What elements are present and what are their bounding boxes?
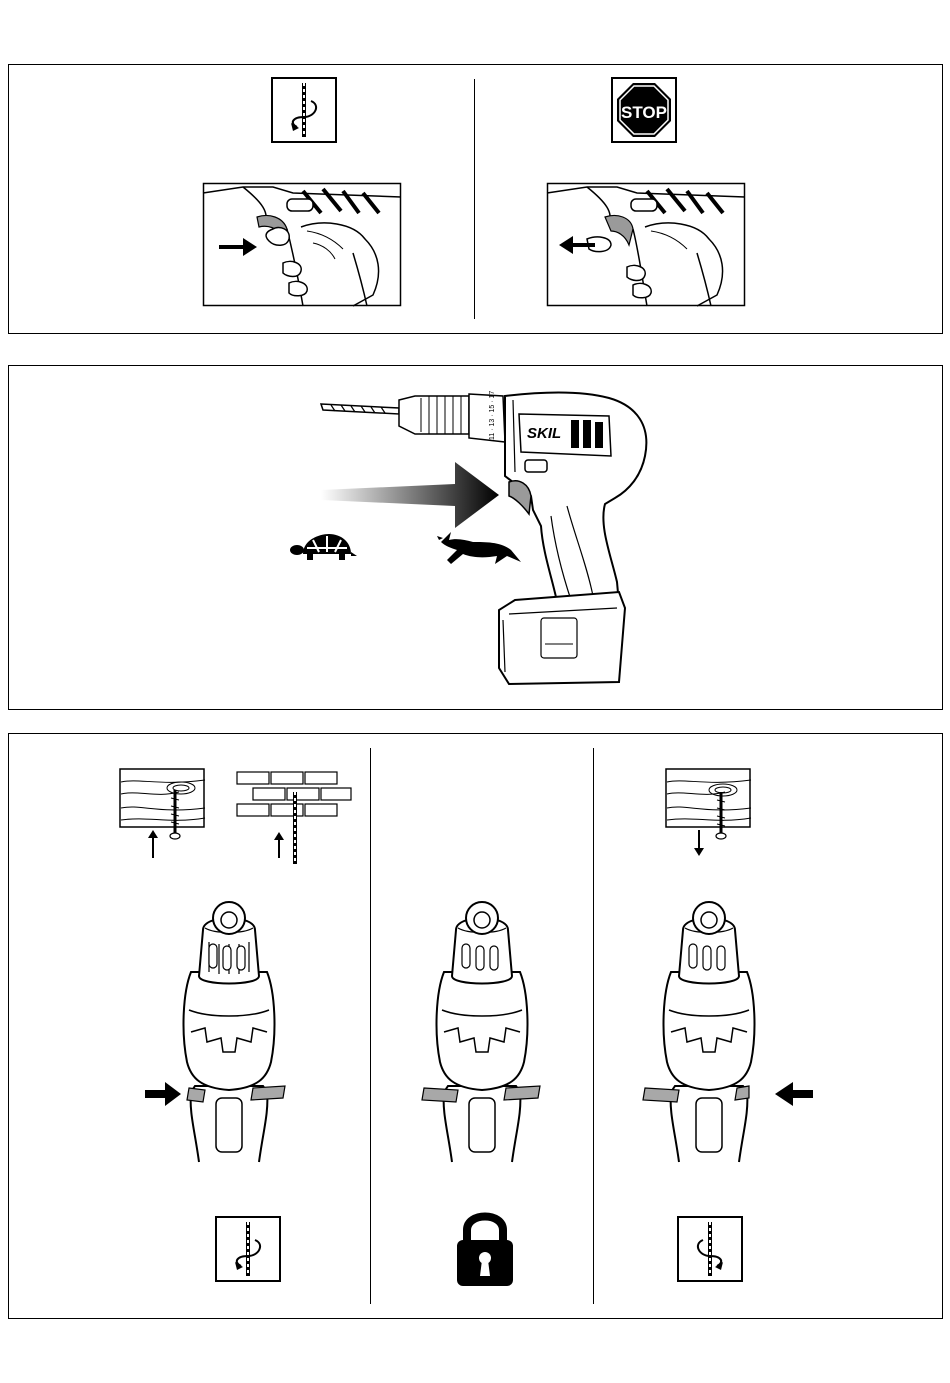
stop-text: STOP [621,103,667,122]
variable-speed-panel: 11 · 13 · 15 · 17 SKIL [8,365,943,710]
drill-top-view-forward [129,902,329,1167]
wood-screw-in-illustration [119,768,207,858]
release-trigger-illustration [547,183,745,306]
stop-sign-icon: STOP [611,77,677,143]
brick-drill-illustration [235,770,353,866]
direction-switch-panel [8,733,943,1319]
drill-top-view-locked [382,902,582,1167]
brand-logo: SKIL [527,425,561,442]
padlock-icon [453,1208,517,1288]
press-trigger-illustration [203,183,401,306]
rotation-cw-icon-bottom [215,1216,281,1282]
drill-side-view: 11 · 13 · 15 · 17 SKIL [319,386,659,691]
rotation-ccw-icon [677,1216,743,1282]
panel1-divider [474,79,475,319]
torque-scale-label: 11 · 13 · 15 · 17 [489,391,496,440]
panel3-divider-right [593,748,594,1304]
trigger-panel: STOP [8,64,943,334]
drill-top-view-reverse [609,902,819,1167]
wood-screw-out-illustration [665,768,753,858]
panel3-divider-left [370,748,371,1304]
rotation-cw-icon [271,77,337,143]
